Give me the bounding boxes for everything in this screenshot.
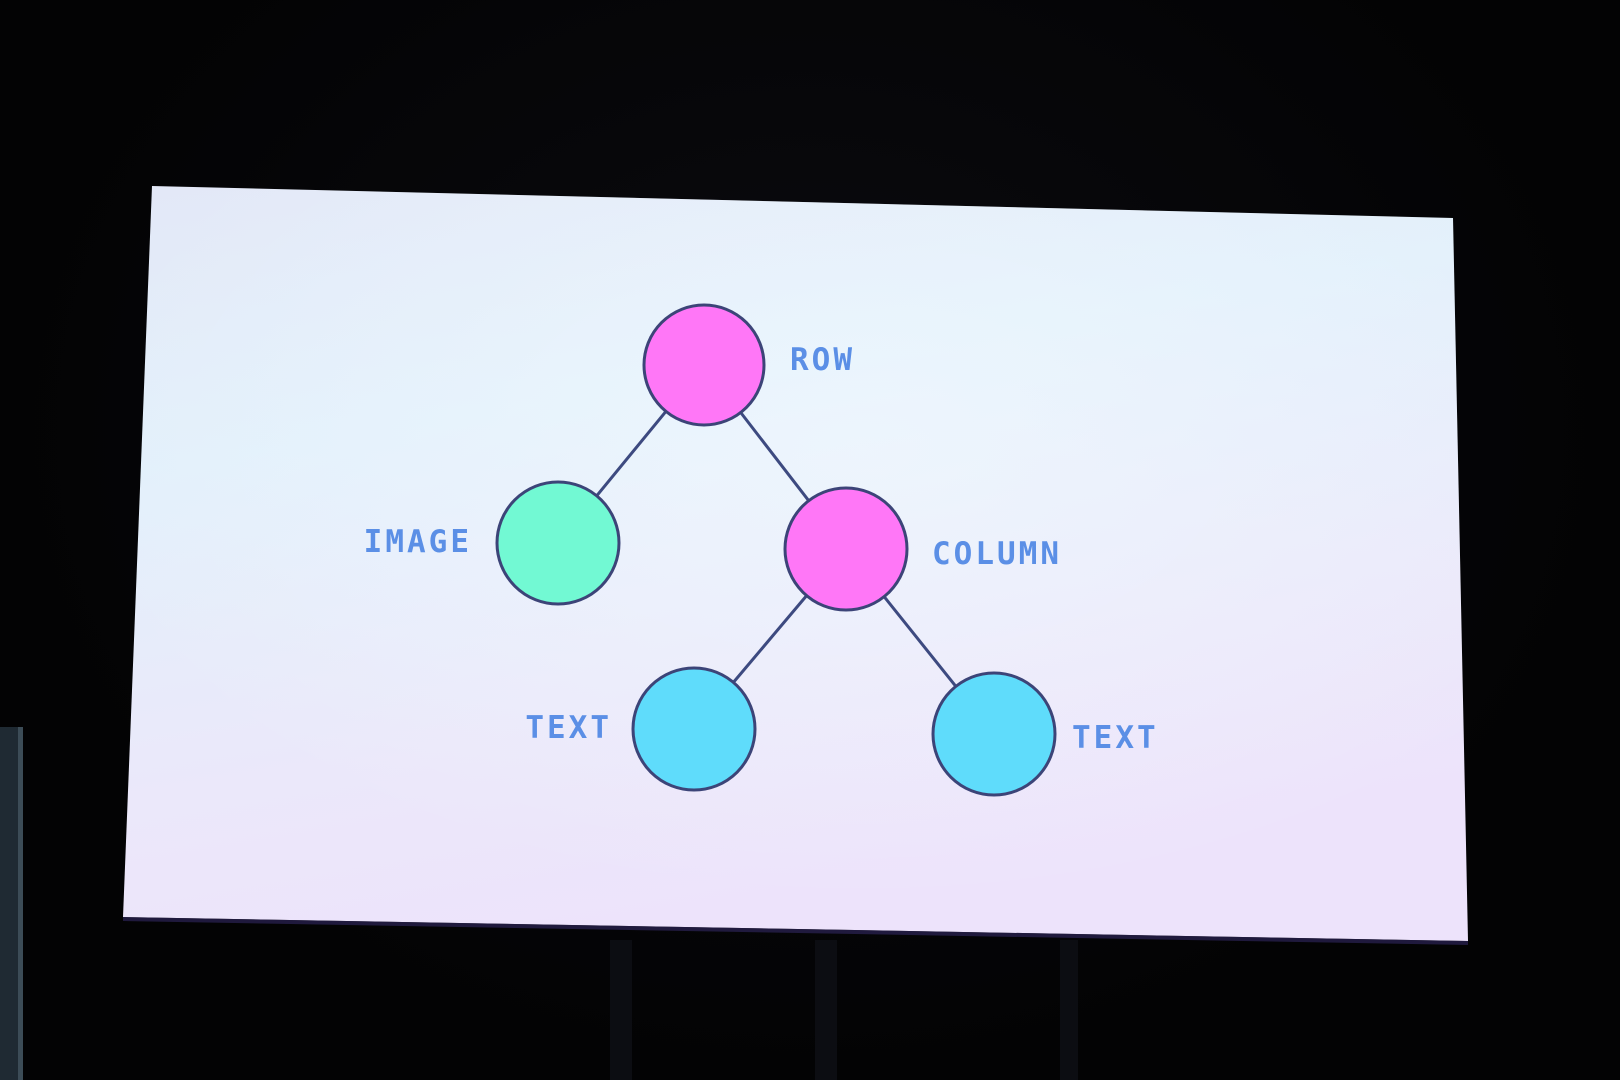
side-monitor-bezel [18,727,23,1080]
screen-bottom-edge [123,917,1468,945]
edge-column-to-text-right [882,595,958,688]
stand-post-left [610,940,632,1080]
node-image: IMAGE [364,480,621,606]
tree-edges [595,409,958,688]
node-circle-text-right [931,671,1057,797]
node-circle-row [642,303,766,427]
node-label-row: ROW [790,342,855,378]
stand-post-right [1060,940,1078,1080]
node-text-right: TEXT [931,671,1159,797]
node-label-text-left: TEXT [525,710,612,746]
node-row: ROW [642,303,855,427]
edge-row-to-image [595,409,668,498]
node-column: COLUMN [783,486,1062,612]
node-circle-image [495,480,621,606]
node-text-left: TEXT [525,666,757,792]
node-label-text-right: TEXT [1072,720,1159,756]
node-label-image: IMAGE [364,524,472,560]
edge-column-to-text-left [731,594,809,684]
node-label-column: COLUMN [932,536,1062,572]
node-circle-text-left [631,666,757,792]
side-monitor-edge [0,727,22,1080]
edge-row-to-column [739,411,811,503]
node-circle-column [783,486,909,612]
stand-post-center [815,940,837,1080]
tree-nodes: ROW IMAGE COLUMN TEXT TEXT [364,303,1159,797]
